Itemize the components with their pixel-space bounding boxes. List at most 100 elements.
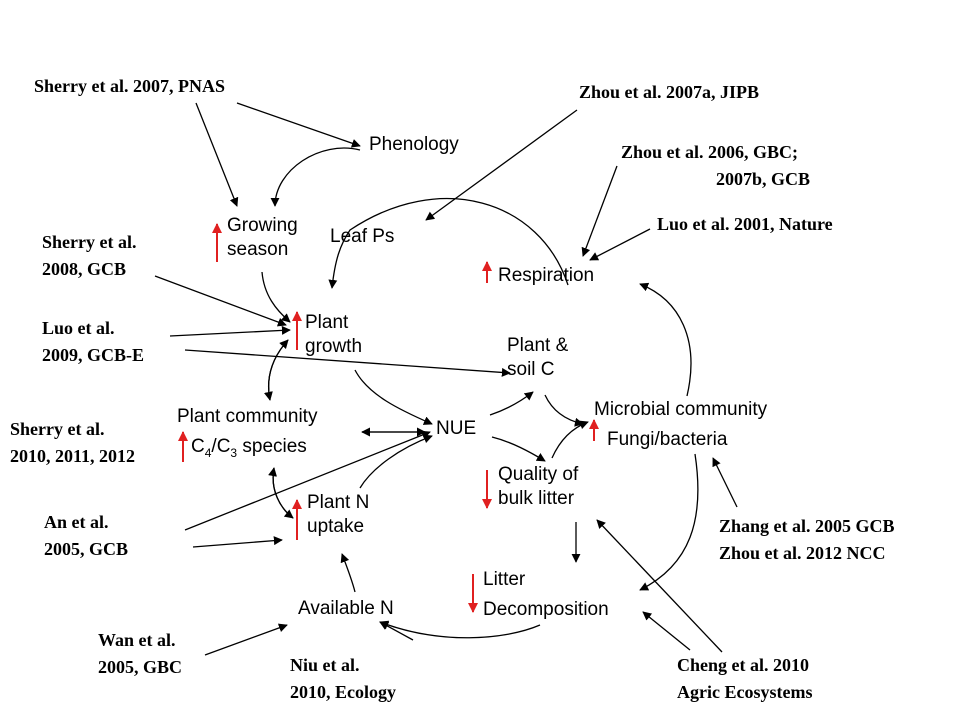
ref-sherry-2010-line2: 2010, 2011, 2012	[10, 446, 136, 466]
plant-soil-c-line-1: Plant &	[507, 335, 569, 356]
arrow-plant-soil-c-to-leaf-ps	[328, 198, 569, 289]
ref-wan-2005-journal: GBC	[143, 657, 183, 677]
ref-luo-2009-journal: GCB-E	[87, 345, 145, 365]
node-plant-community: Plant community	[177, 406, 318, 427]
ref-cheng-2010-line2: Agric Ecosystems	[677, 682, 813, 702]
arrow-plant-growth-to-nue	[354, 369, 433, 425]
litter-line-2: Decomposition	[483, 599, 609, 620]
arrow-plant-n-uptake-to-community	[268, 467, 294, 519]
ref-luo-2001-text: Luo et al. 2001,	[657, 214, 780, 234]
arrow-luo2009-to-plant-soil-c	[184, 349, 511, 377]
arrow-sherry2008-to-plant-growth	[154, 275, 287, 327]
ref-sherry-2008-line1: Sherry et al.	[42, 232, 137, 252]
arrow-microbial-to-respiration	[639, 282, 692, 397]
ref-cheng-2010-line1: Cheng et al. 2010	[677, 655, 809, 675]
node-c4-c3-species: C4/C3 species	[191, 435, 307, 459]
arrow-cheng-to-decomposition	[642, 611, 691, 651]
node-growing-season: Growing season	[227, 214, 298, 262]
arrow-nue-to-plant-soil-c	[489, 391, 534, 416]
arrow-phenology-to-growing-season	[270, 147, 361, 207]
ref-sherry-2008: Sherry et al. 2008, GCB	[42, 229, 136, 283]
arrow-zhou2006-to-respiration	[581, 165, 618, 257]
arrow-luo2009-to-plant-growth	[169, 325, 291, 337]
change-indicators	[178, 223, 599, 613]
plant-n-uptake-line-2: uptake	[307, 516, 365, 537]
ref-sherry-2008-journal: GCB	[87, 259, 127, 279]
plant-n-uptake-line-1: Plant N	[307, 492, 370, 513]
ref-sherry-2007: Sherry et al. 2007, PNAS	[34, 73, 225, 100]
quality-line-2: bulk litter	[498, 488, 575, 509]
ref-zhou-2006-journal1: GBC;	[753, 142, 799, 162]
arrow-an2005-to-plant-n-uptake	[192, 536, 283, 548]
ref-zhou-2006-line1: Zhou et al. 2006,	[621, 142, 754, 162]
arrow-microbial-to-decomposition	[639, 453, 699, 591]
ref-luo-2001: Luo et al. 2001, Nature	[657, 211, 833, 238]
ref-niu-2010: Niu et al. 2010, Ecology	[290, 652, 396, 706]
plant-growth-line-2: growth	[305, 336, 363, 357]
ref-an-2005-journal: GCB	[89, 539, 129, 559]
ref-sherry-2008-line2: 2008,	[42, 259, 87, 279]
ref-luo-2001-journal: Nature	[779, 214, 833, 234]
ref-zhou-2007b-line2: 2007b,	[716, 169, 772, 189]
ref-an-2005: An et al. 2005, GCB	[44, 509, 128, 563]
node-phenology: Phenology	[369, 134, 459, 155]
ref-sherry-2007-text: Sherry et al. 2007,	[34, 76, 178, 96]
arrow-zhou2007a-to-leaf-ps	[425, 109, 578, 221]
ref-zhou-2006: Zhou et al. 2006, GBC; 2007b, GCB	[621, 139, 810, 193]
relationship-arrows	[154, 102, 738, 656]
arrow-wan2005-to-available-n	[204, 623, 288, 656]
ref-zhou-2007a-journal: JIPB	[720, 82, 760, 102]
ref-luo-2009-line1: Luo et al.	[42, 318, 115, 338]
quality-line-1: Quality of	[498, 464, 579, 485]
arrow-zhang-to-microbial	[712, 457, 738, 508]
node-quality-bulk-litter: Quality of bulk litter	[498, 463, 578, 511]
ref-niu-2010-line1: Niu et al.	[290, 655, 360, 675]
ref-wan-2005-line2: 2005,	[98, 657, 143, 677]
c4c3-sub-3: 3	[230, 445, 238, 460]
c4c3-sub-4: 4	[204, 445, 212, 460]
node-fungi-bacteria: Fungi/bacteria	[607, 429, 728, 450]
node-litter-decomposition: Litter Decomposition	[483, 565, 609, 625]
arrow-available-n-to-plant-n-uptake	[340, 553, 356, 593]
arrow-luo2001-to-respiration	[589, 228, 651, 261]
ref-sherry-2010-line1: Sherry et al.	[10, 419, 105, 439]
node-respiration: Respiration	[498, 265, 595, 286]
ref-wan-2005-line1: Wan et al.	[98, 630, 176, 650]
node-leaf-ps: Leaf Ps	[330, 226, 395, 247]
node-nue: NUE	[436, 418, 477, 439]
arrow-decomposition-to-available-n	[379, 620, 541, 639]
arrow-an2005-to-nue	[184, 430, 431, 531]
ref-luo-2009-line2: 2009,	[42, 345, 87, 365]
node-plant-soil-c: Plant & soil C	[507, 334, 568, 382]
ref-zhang-2005: Zhang et al. 2005 GCB	[719, 516, 895, 536]
ref-an-2005-line2: 2005,	[44, 539, 89, 559]
ref-niu-2010-journal: Ecology	[335, 682, 396, 702]
arrow-plant-n-uptake-to-nue	[359, 434, 433, 489]
ref-niu-2010-line2: 2010,	[290, 682, 335, 702]
c4c3-species-word: species	[237, 436, 307, 457]
arrow-soil-c-to-microbial	[544, 394, 584, 427]
arrow-sherry2007-to-growing-season	[195, 102, 239, 207]
growing-season-line-2: season	[227, 239, 289, 260]
ref-sherry-2010: Sherry et al. 2010, 2011, 2012	[10, 416, 135, 470]
plant-soil-c-line-2: soil C	[507, 359, 555, 380]
ref-an-2005-line1: An et al.	[44, 512, 109, 532]
node-plant-growth: Plant growth	[305, 311, 362, 359]
ref-zhou-2012: Zhou et al. 2012 NCC	[719, 543, 886, 563]
ref-luo-2009: Luo et al. 2009, GCB-E	[42, 315, 144, 369]
arrow-sherry2007-to-phenology	[236, 102, 361, 148]
node-available-n: Available N	[298, 598, 394, 619]
growing-season-line-1: Growing	[227, 215, 298, 236]
ref-zhang-zhou: Zhang et al. 2005 GCB Zhou et al. 2012 N…	[719, 513, 895, 567]
litter-line-1: Litter	[483, 569, 526, 590]
arrow-cheng-to-litter-quality	[596, 519, 723, 653]
arrow-nue-to-litter-quality	[491, 436, 546, 462]
ref-cheng-2010: Cheng et al. 2010 Agric Ecosystems	[677, 652, 812, 706]
c4c3-slash-c: /C	[211, 436, 231, 457]
plant-growth-line-1: Plant	[305, 312, 349, 333]
ref-sherry-2007-journal: PNAS	[177, 76, 225, 96]
node-microbial-community: Microbial community	[594, 399, 768, 420]
c4c3-c: C	[191, 436, 205, 457]
arrow-litter-quality-to-microbial	[551, 420, 589, 459]
